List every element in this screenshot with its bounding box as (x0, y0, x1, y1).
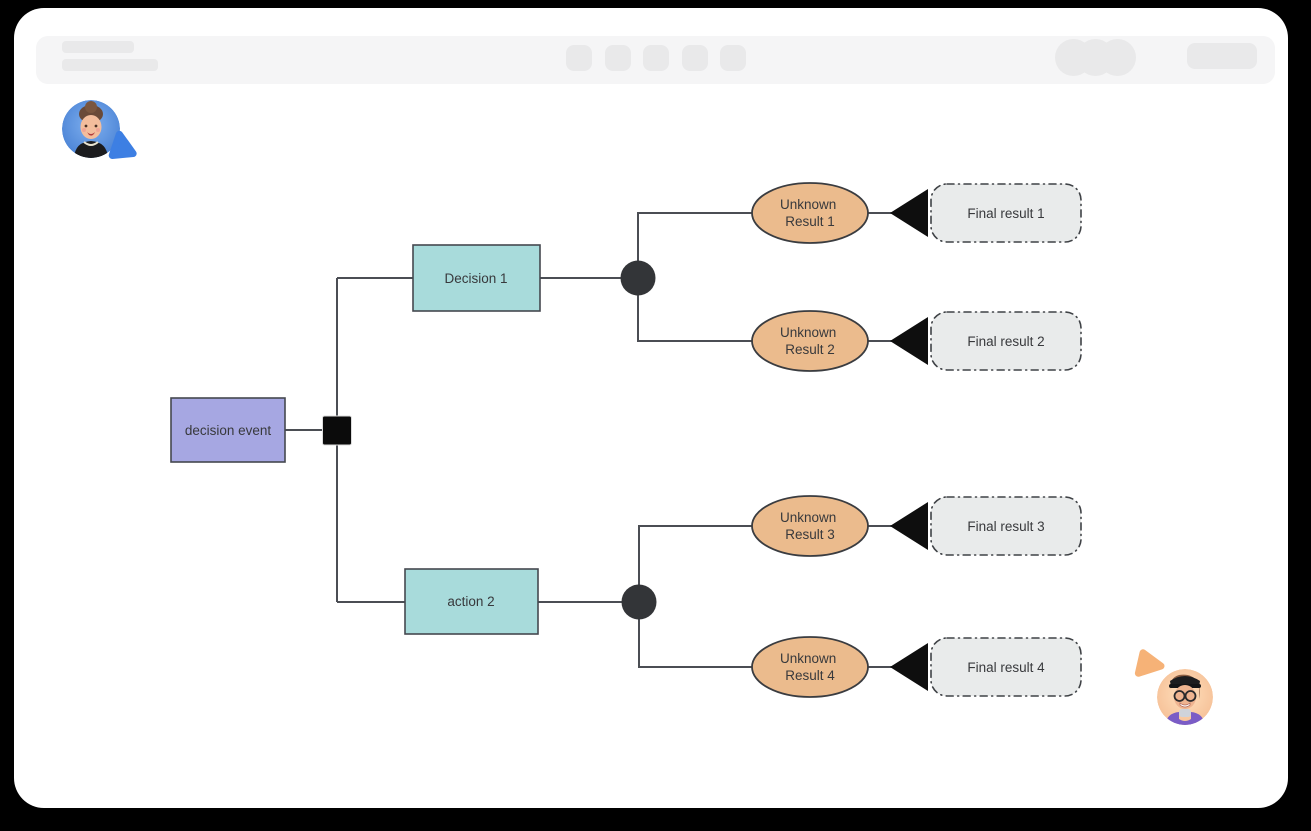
node-decision-event-label: decision event (185, 423, 272, 438)
node-final-result-2-label: Final result 2 (967, 334, 1044, 349)
node-final-result-1[interactable] (930, 183, 1082, 243)
toolbar-title-placeholder (62, 41, 134, 53)
node-unknown-result-3[interactable] (751, 495, 869, 557)
arrow-triangle-1[interactable] (890, 189, 928, 237)
node-final-result-4-label: Final result 4 (967, 660, 1045, 675)
toolbar-button-placeholder-1[interactable] (566, 45, 592, 71)
toolbar-button-placeholder-5[interactable] (720, 45, 746, 71)
node-unknown-result-1-label: Unknown Result 1 (780, 197, 840, 229)
node-unknown-result-1[interactable] (751, 182, 869, 244)
toolbar-avatar-placeholder-3[interactable] (1099, 39, 1136, 76)
decision-tree-canvas: decision event Decision 1 action 2 Unkno… (170, 182, 1082, 698)
collaborator-cursor-orange (1134, 649, 1165, 677)
node-unknown-result-4[interactable] (751, 636, 869, 698)
collaborator-avatar-2 (1157, 669, 1213, 725)
node-unknown-result-2-label: Unknown Result 2 (780, 325, 840, 357)
node-decision-event[interactable] (170, 397, 286, 463)
node-final-result-3-label: Final result 3 (967, 519, 1044, 534)
cursor-blue-triangle (108, 130, 137, 159)
node-final-result-1-label: Final result 1 (967, 206, 1044, 221)
connector-chance1-to-outcome2 (637, 294, 752, 342)
node-decision-1-label: Decision 1 (444, 271, 507, 286)
node-action-2[interactable] (404, 568, 539, 635)
cursor-orange-triangle (1134, 649, 1165, 677)
collaborator-cursor-blue (108, 130, 137, 159)
connector-chance2-to-outcome4 (638, 618, 752, 668)
chance-node-1[interactable] (620, 260, 656, 296)
collaborator-avatar-1-image (62, 100, 120, 158)
toolbar-button-placeholder-4[interactable] (682, 45, 708, 71)
junction-square-node (322, 415, 352, 446)
toolbar-button-placeholder-2[interactable] (605, 45, 631, 71)
browser-toolbar (36, 36, 1275, 84)
arrow-triangle-4[interactable] (890, 643, 928, 691)
toolbar-button-placeholder-3[interactable] (643, 45, 669, 71)
node-unknown-result-2[interactable] (751, 310, 869, 372)
node-action-2-label: action 2 (447, 594, 494, 609)
arrow-triangle-3[interactable] (890, 502, 928, 550)
toolbar-subtitle-placeholder (62, 59, 158, 71)
connector-chance1-to-outcome1 (637, 212, 752, 262)
node-decision-1[interactable] (412, 244, 541, 312)
connector-chance2-to-outcome3 (638, 525, 752, 586)
app-window: decision event Decision 1 action 2 Unkno… (14, 8, 1288, 808)
node-final-result-3[interactable] (930, 496, 1082, 556)
collaborator-avatar-1 (62, 100, 120, 158)
chance-node-2[interactable] (621, 584, 657, 620)
toolbar-action-placeholder[interactable] (1187, 43, 1257, 69)
node-final-result-4[interactable] (930, 637, 1082, 697)
collaborator-avatar-2-image (1157, 669, 1213, 725)
node-unknown-result-4-label: Unknown Result 4 (780, 651, 840, 683)
node-final-result-2[interactable] (930, 311, 1082, 371)
arrow-triangle-2[interactable] (890, 317, 928, 365)
node-unknown-result-3-label: Unknown Result 3 (780, 510, 840, 542)
